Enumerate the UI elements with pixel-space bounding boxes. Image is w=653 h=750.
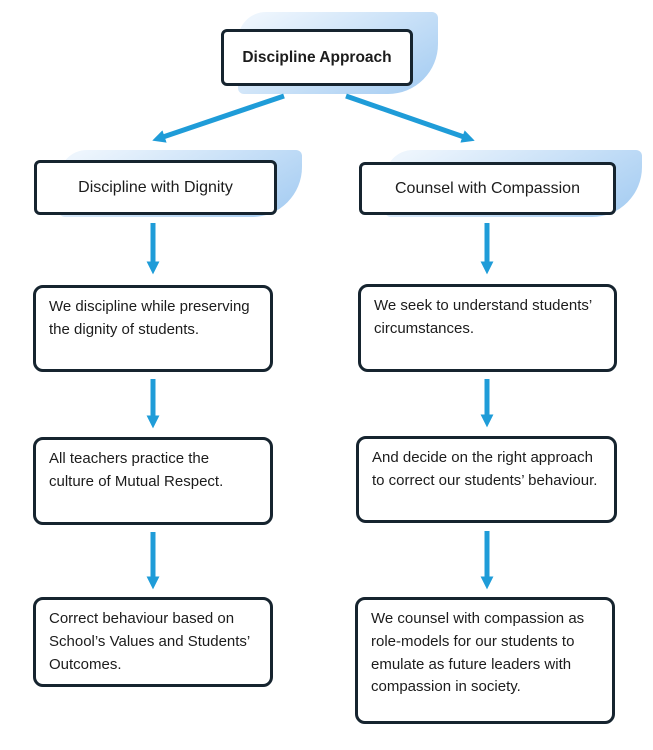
left-step-3-label: Correct behaviour based on School’s Valu… bbox=[49, 610, 250, 673]
right-step-2-label: And decide on the right approach to corr… bbox=[372, 449, 598, 489]
left-step-1-label: We discipline while preserving the digni… bbox=[49, 298, 250, 338]
right-header-label: Counsel with Compassion bbox=[395, 179, 580, 197]
node-left-step-2: All teachers practice the culture of Mut… bbox=[33, 437, 273, 525]
arrow-title-to-left-header bbox=[152, 93, 285, 143]
right-step-3-label: We counsel with compassion as role-model… bbox=[371, 610, 585, 696]
left-step-2-label: All teachers practice the culture of Mut… bbox=[49, 450, 224, 490]
left-header-label: Discipline with Dignity bbox=[78, 178, 233, 196]
node-counsel-with-compassion: Counsel with Compassion bbox=[359, 162, 616, 215]
node-right-step-3: We counsel with compassion as role-model… bbox=[355, 597, 615, 724]
node-discipline-approach: Discipline Approach bbox=[221, 29, 413, 86]
arrow-title-to-right-header bbox=[345, 93, 475, 143]
node-left-step-1: We discipline while preserving the digni… bbox=[33, 285, 273, 372]
title-label: Discipline Approach bbox=[242, 48, 392, 66]
node-right-step-2: And decide on the right approach to corr… bbox=[356, 436, 617, 523]
node-right-step-1: We seek to understand students’ circumst… bbox=[358, 284, 617, 372]
node-discipline-with-dignity: Discipline with Dignity bbox=[34, 160, 277, 215]
right-step-1-label: We seek to understand students’ circumst… bbox=[374, 297, 592, 337]
node-left-step-3: Correct behaviour based on School’s Valu… bbox=[33, 597, 273, 687]
